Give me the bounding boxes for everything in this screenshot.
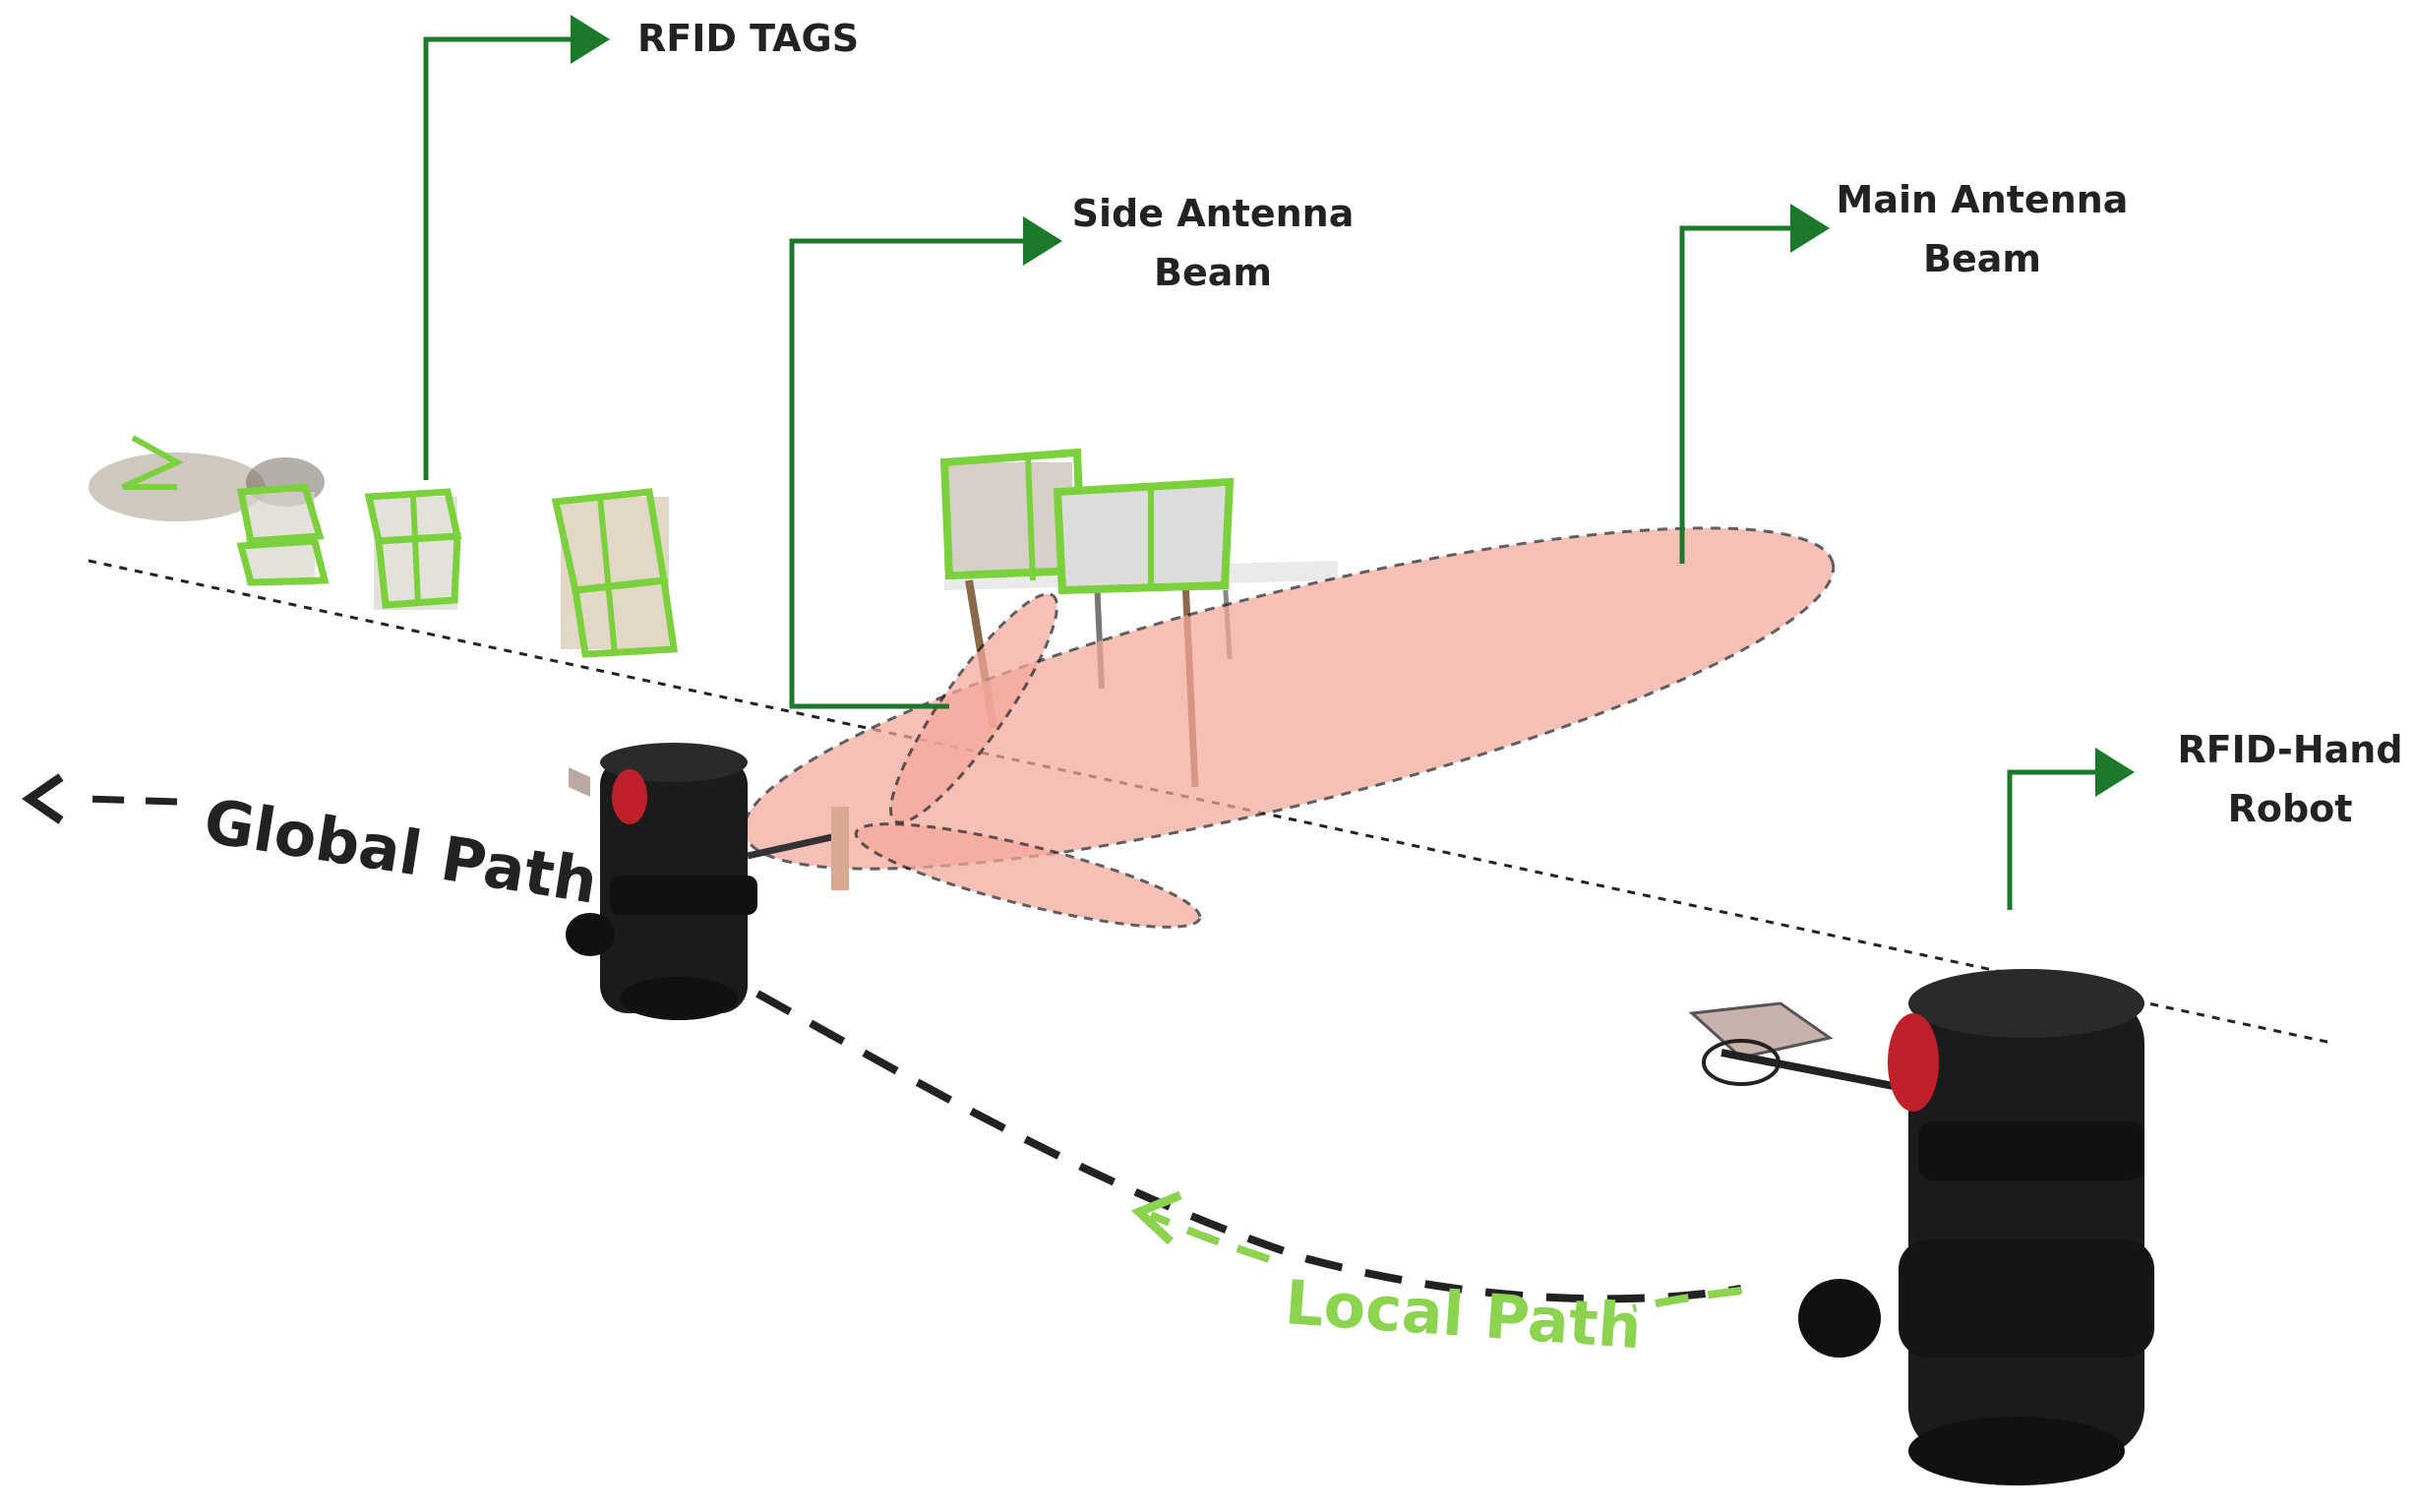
local-path-label: Local Path bbox=[1283, 1266, 1644, 1362]
callout-side-antenna bbox=[789, 216, 1062, 709]
label-side-antenna-line1: Side Antenna bbox=[1072, 192, 1355, 235]
main-antenna-beam bbox=[742, 526, 1836, 871]
label-side-antenna-line2: Beam bbox=[1154, 251, 1272, 294]
label-rfid-tags: RFID TAGS bbox=[637, 17, 859, 60]
aisle-boundary-line bbox=[88, 559, 2332, 1045]
global-path bbox=[22, 773, 1742, 1303]
tag-box-group-1 bbox=[236, 483, 330, 586]
label-main-antenna-line2: Beam bbox=[1923, 237, 2041, 280]
tag-box-group-3 bbox=[551, 488, 679, 658]
label-main-antenna-line1: Main Antenna bbox=[1837, 178, 2129, 221]
global-path-label: Global Path bbox=[200, 785, 603, 918]
callout-rfid-tags bbox=[423, 15, 610, 480]
callout-robot bbox=[2007, 748, 2135, 910]
rfid-hand-robot-current bbox=[1688, 969, 2154, 1485]
label-robot-line2: Robot bbox=[2228, 787, 2353, 830]
side-antenna-beam-upper bbox=[889, 592, 1058, 824]
side-antenna-beam-lower bbox=[854, 822, 1202, 929]
local-path bbox=[1130, 1190, 1742, 1312]
rfid-hand-robot-past bbox=[566, 743, 849, 1020]
callout-main-antenna bbox=[1679, 204, 1830, 564]
label-robot-line1: RFID-Hand bbox=[2177, 728, 2402, 771]
tag-box-group-2 bbox=[364, 488, 462, 610]
